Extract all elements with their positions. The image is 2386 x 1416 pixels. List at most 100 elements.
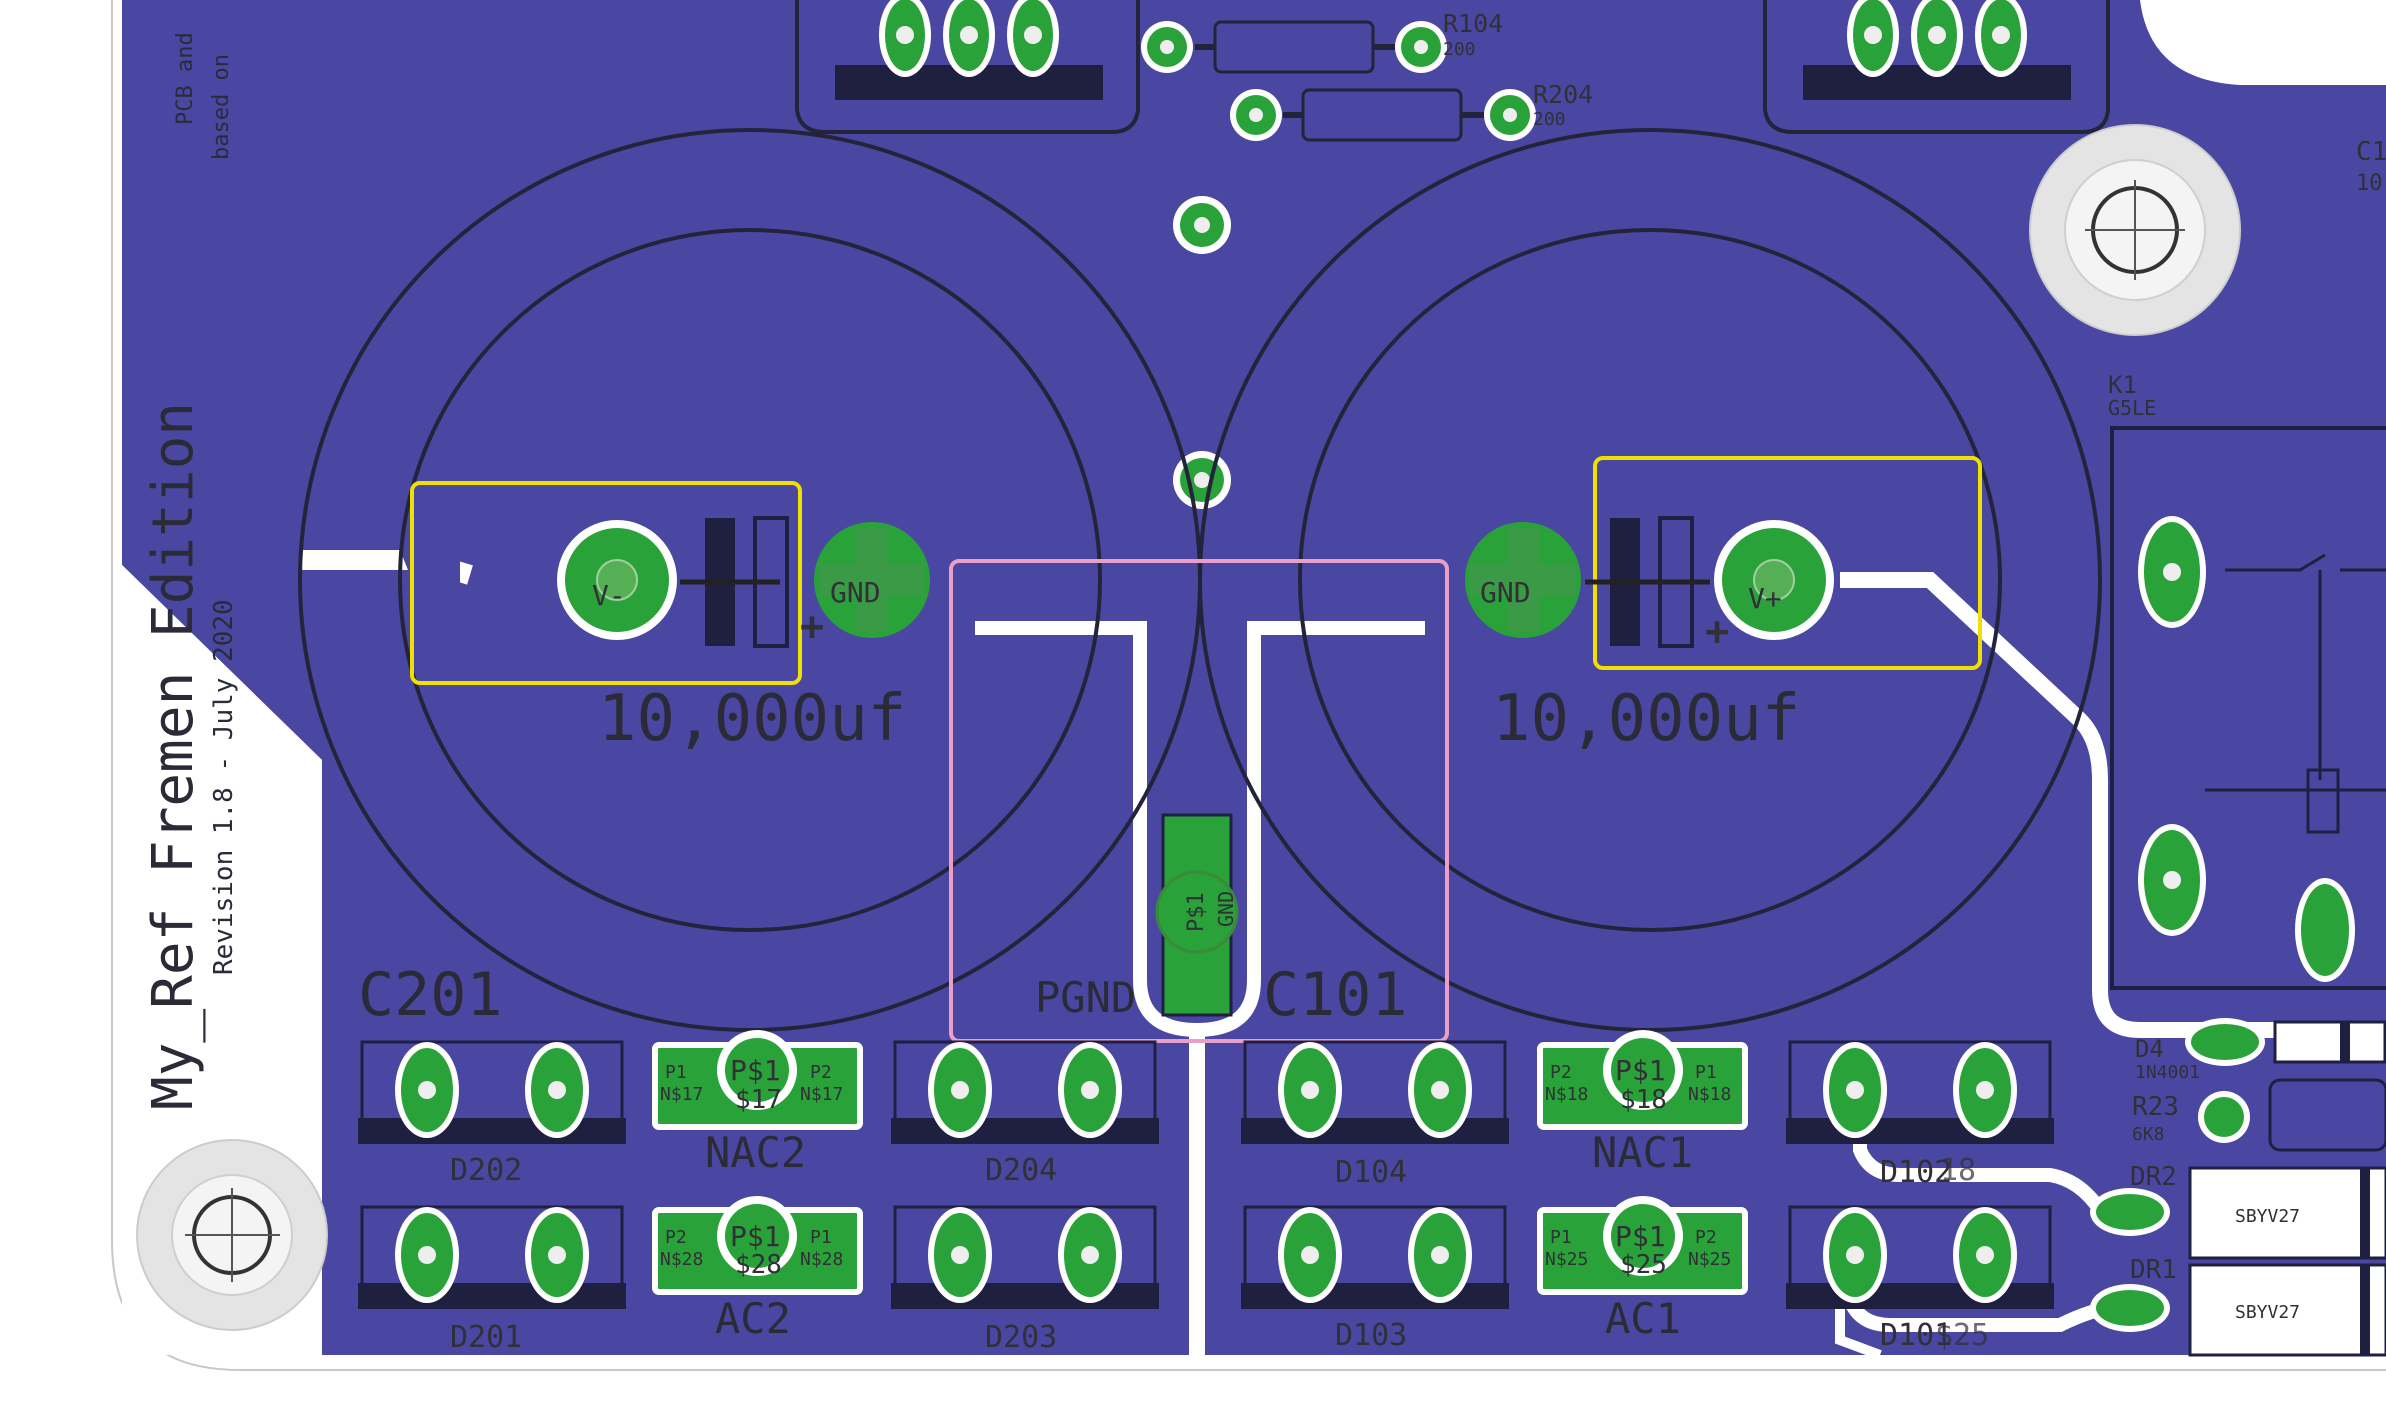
- diode-package[interactable]: [1241, 1205, 1509, 1309]
- terminal-ac1[interactable]: P$1 $25 N$25 N$25 P1 P2: [1537, 1196, 1748, 1295]
- top-pads-left: [879, 0, 1059, 77]
- d104-label: D104: [1335, 1155, 1407, 1190]
- ac1-nc: $25: [1620, 1250, 1667, 1280]
- d102-label: D102: [1880, 1155, 1952, 1190]
- diode-pad-drill: [1431, 1246, 1449, 1264]
- relay-k1-outline[interactable]: [2110, 426, 2386, 990]
- diode-pad-drill: [1846, 1246, 1864, 1264]
- resistor-r23[interactable]: [2198, 1078, 2386, 1152]
- nac1-n1: N$18: [1545, 1084, 1588, 1105]
- board-title: My_Ref Fremen Edition: [141, 402, 206, 1110]
- pour-clearance-top-right: [2140, 0, 2386, 85]
- diode-dr2[interactable]: SBYV27: [2090, 1166, 2386, 1260]
- r23-value: 6K8: [2132, 1124, 2165, 1145]
- pad-left-gnd[interactable]: GND: [814, 522, 930, 638]
- c101-label: C101: [1263, 960, 1408, 1030]
- r204-value: 200: [1533, 109, 1566, 130]
- dr2-part: SBYV27: [2235, 1206, 2300, 1227]
- mounting-hole-right: [2029, 124, 2241, 336]
- diode-pad-drill: [951, 1081, 969, 1099]
- v-plus-label: V+: [1748, 582, 1782, 615]
- k1-value: G5LE: [2108, 396, 2156, 420]
- diode-package[interactable]: [358, 1040, 626, 1144]
- d203-label: D203: [985, 1320, 1057, 1355]
- highlight-left-cap: [410, 481, 802, 685]
- resistor-r204[interactable]: R204 200: [1230, 80, 1593, 142]
- cap-right-value: 10,000uf: [1492, 682, 1800, 756]
- ac1-p2: P2: [1695, 1227, 1717, 1248]
- terminal-ac2[interactable]: P$1 $28 N$28 N$28 P2 P1: [652, 1196, 863, 1295]
- cap-left-plus: +: [800, 604, 824, 650]
- diode-pad-drill: [1976, 1081, 1994, 1099]
- diode-pad-drill: [418, 1246, 436, 1264]
- diode-pad-drill: [1976, 1246, 1994, 1264]
- r104-value: 200: [1443, 39, 1476, 60]
- nac1-p1: P2: [1550, 1062, 1572, 1083]
- pgnd-gnd: GND: [1214, 891, 1238, 927]
- diode-pad-drill: [1431, 1081, 1449, 1099]
- pgnd-label: PGND: [1035, 973, 1136, 1022]
- right-gnd-label: GND: [1480, 576, 1531, 609]
- diode-pad-drill: [951, 1246, 969, 1264]
- nac1-label: NAC1: [1592, 1128, 1693, 1177]
- top-part-right-outline: [1763, 0, 2110, 134]
- d201-label: D201: [450, 1320, 522, 1355]
- nac1-n2: N$18: [1688, 1084, 1731, 1105]
- d103-label: D103: [1335, 1318, 1407, 1353]
- diode-pad-drill: [1846, 1081, 1864, 1099]
- c201-label: C201: [358, 960, 503, 1030]
- terminal-nac2[interactable]: P$1 $17 N$17 N$17 P1 P2: [652, 1030, 863, 1130]
- dr1-label: DR1: [2130, 1255, 2177, 1285]
- pgnd-ps1: P$1: [1184, 892, 1209, 932]
- via-upper: [1173, 196, 1231, 254]
- relay-pad-top: [2138, 516, 2206, 628]
- pour-split: [1189, 1030, 1205, 1360]
- dr2-label: DR2: [2130, 1162, 2177, 1192]
- diode-d4[interactable]: [2185, 1018, 2386, 1066]
- diode-package[interactable]: [1786, 1040, 2054, 1144]
- resistor-r104[interactable]: R104 200: [1141, 9, 1503, 74]
- terminal-nac1[interactable]: P$1 $18 N$18 N$18 P2 P1: [1537, 1030, 1748, 1130]
- diode-row-group: [358, 1040, 2054, 1309]
- diode-package[interactable]: [1241, 1040, 1509, 1144]
- d101-label: D101: [1880, 1318, 1952, 1353]
- top-pads-right: [1847, 0, 2027, 77]
- ac2-p2: P1: [810, 1227, 832, 1248]
- pad-v-plus[interactable]: V+: [1714, 520, 1834, 640]
- v-minus-label: V-: [592, 579, 626, 612]
- trace-br-1: [1853, 1100, 2122, 1222]
- c1-value: 10: [2356, 171, 2383, 196]
- relay-coil: [2306, 768, 2340, 834]
- nac2-label: NAC2: [705, 1128, 806, 1177]
- v-plus-trace: [1840, 572, 2386, 1038]
- board-note-2: based on: [209, 54, 234, 160]
- nac2-p2: P2: [810, 1062, 832, 1083]
- pad-right-gnd[interactable]: GND: [1465, 522, 1581, 638]
- diode-dr1[interactable]: SBYV27: [2090, 1263, 2386, 1357]
- ac1-label: AC1: [1605, 1294, 1681, 1343]
- pad-v-minus[interactable]: V-: [557, 520, 677, 640]
- pgnd-terminal[interactable]: P$1 GND: [1155, 813, 1239, 1017]
- diode-package[interactable]: [1786, 1205, 2054, 1309]
- diode-package[interactable]: [891, 1205, 1159, 1309]
- ac2-n1: N$28: [660, 1249, 703, 1270]
- diode-package[interactable]: [358, 1205, 626, 1309]
- diode-pad-drill: [548, 1081, 566, 1099]
- diode-pad-drill: [1301, 1081, 1319, 1099]
- board-revision: Revision 1.8 - July 2020: [209, 599, 239, 975]
- ac2-nc: $28: [735, 1250, 782, 1280]
- nac1-ps1: P$1: [1615, 1054, 1666, 1087]
- board-note-1: PCB and: [173, 32, 198, 125]
- d4-label: D4: [2135, 1035, 2164, 1063]
- ac1-ps1: P$1: [1615, 1220, 1666, 1253]
- ac1-n2: N$25: [1688, 1249, 1731, 1270]
- nac2-n2: N$17: [800, 1084, 843, 1105]
- highlight-pgnd-zone: [949, 559, 1449, 1043]
- left-gnd-label: GND: [830, 576, 881, 609]
- diode-package[interactable]: [891, 1040, 1159, 1144]
- capacitor-c101[interactable]: [1198, 128, 2102, 1032]
- nac1-nc: $18: [1620, 1085, 1667, 1115]
- nac1-p2: P1: [1695, 1062, 1717, 1083]
- nac2-n1: N$17: [660, 1084, 703, 1105]
